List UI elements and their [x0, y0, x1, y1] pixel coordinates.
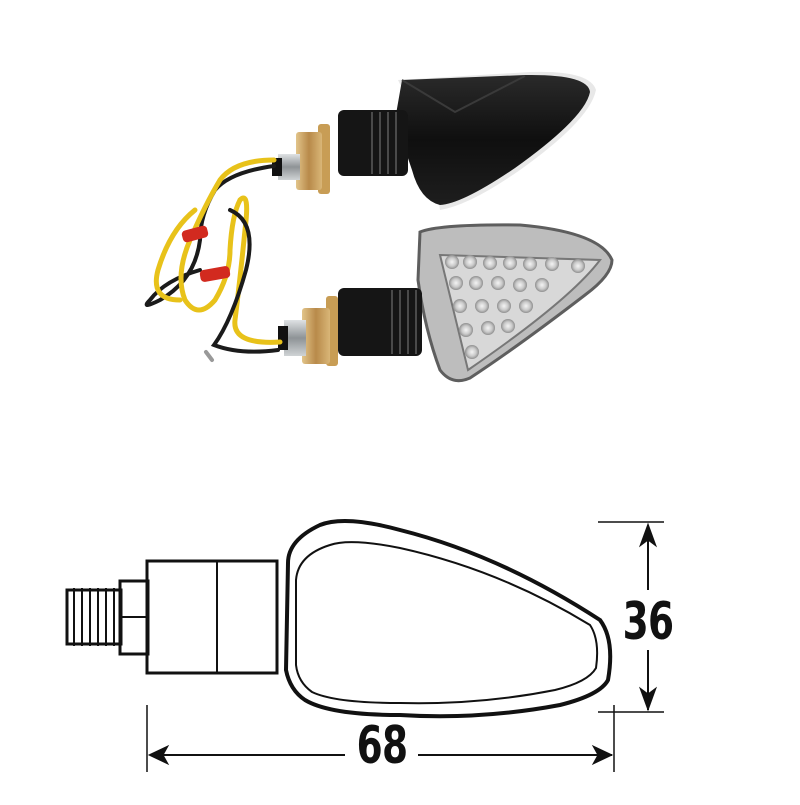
dimension-drawing [65, 519, 664, 772]
black-housing [395, 74, 590, 206]
cable-tie [199, 266, 231, 282]
mounting-thread [284, 320, 306, 356]
led-array [445, 255, 585, 359]
height-dimension-label: 36 [622, 592, 674, 652]
mounting-thread [278, 154, 300, 180]
arrow-right-icon [591, 744, 614, 766]
arrow-up-icon [638, 522, 658, 548]
mounting-nut [296, 132, 322, 190]
arrow-left-icon [147, 744, 170, 766]
cable-tie [181, 225, 209, 243]
stem [338, 288, 422, 356]
mounting-nut [302, 308, 330, 364]
turn-signal-top [272, 71, 596, 211]
width-dimension-label: 68 [351, 720, 413, 772]
arrow-down-icon [638, 686, 658, 712]
wire-harness [144, 157, 283, 362]
turn-signal-bottom [278, 223, 614, 383]
